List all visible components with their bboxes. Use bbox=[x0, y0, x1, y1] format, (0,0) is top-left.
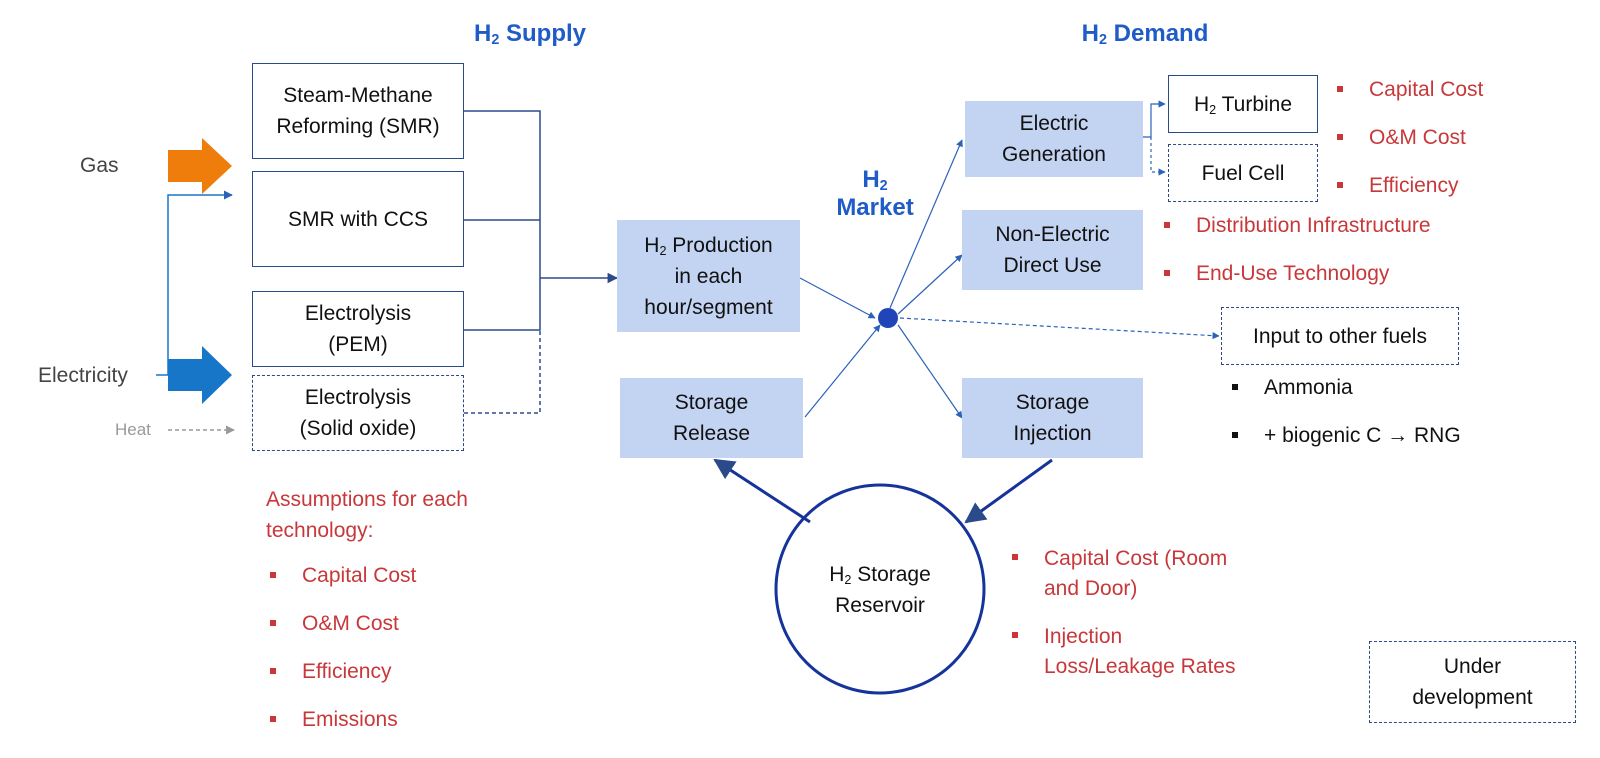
list-item: Capital Cost bbox=[1333, 76, 1483, 104]
smr-ccs-box: SMR with CCS bbox=[252, 171, 464, 267]
production-box: H2 Production in each hour/segment bbox=[617, 220, 800, 332]
electricity-arrow bbox=[168, 346, 232, 404]
list-item: Efficiency bbox=[1333, 172, 1483, 200]
electricity-to-ccs-line bbox=[167, 190, 233, 375]
electricity-label: Electricity bbox=[38, 364, 128, 387]
market-node bbox=[878, 308, 898, 328]
market-header: H2 Market bbox=[836, 166, 914, 221]
turbine-assumptions-list: Capital Cost O&M Cost Efficiency bbox=[1333, 76, 1483, 200]
electrolysis-solid-oxide-box: Electrolysis(Solid oxide) bbox=[252, 375, 464, 451]
list-item: Distribution Infrastructure bbox=[1160, 212, 1431, 240]
list-item: Efficiency bbox=[266, 658, 416, 686]
reservoir-label: H2 Storage Reservoir bbox=[829, 563, 931, 617]
demand-header: H2 Demand bbox=[1081, 20, 1209, 48]
supply-assumptions-title: Assumptions for each technology: bbox=[266, 488, 468, 542]
reservoir-circle bbox=[774, 483, 986, 695]
gas-label: Gas bbox=[80, 154, 119, 177]
list-item: O&M Cost bbox=[1333, 124, 1483, 152]
nonelectric-assumptions-list: Distribution Infrastructure End-Use Tech… bbox=[1160, 212, 1431, 288]
fuel-cell-box: Fuel Cell bbox=[1168, 144, 1318, 202]
list-item: End-Use Technology bbox=[1160, 260, 1431, 288]
injection-to-reservoir-arrow bbox=[964, 458, 1053, 524]
supply-header: H2 Supply bbox=[473, 20, 587, 48]
list-item: Capital Cost bbox=[266, 562, 416, 590]
h2-turbine-box: H2 Turbine bbox=[1168, 75, 1318, 133]
input-other-fuels-box: Input to other fuels bbox=[1221, 307, 1459, 365]
gas-arrow bbox=[168, 138, 232, 194]
list-item: O&M Cost bbox=[266, 610, 416, 638]
heat-label: Heat bbox=[115, 420, 151, 439]
reservoir-to-release-arrow bbox=[713, 458, 811, 524]
list-item: + biogenic C → RNG bbox=[1228, 422, 1461, 450]
supply-assumptions-list: Capital Cost O&M Cost Efficiency Emissio… bbox=[266, 562, 416, 734]
other-fuels-list: Ammonia + biogenic C → RNG bbox=[1228, 374, 1461, 450]
list-item: Ammonia bbox=[1228, 374, 1461, 402]
electrolysis-pem-box: Electrolysis(PEM) bbox=[252, 291, 464, 367]
list-item: Emissions bbox=[266, 706, 416, 734]
